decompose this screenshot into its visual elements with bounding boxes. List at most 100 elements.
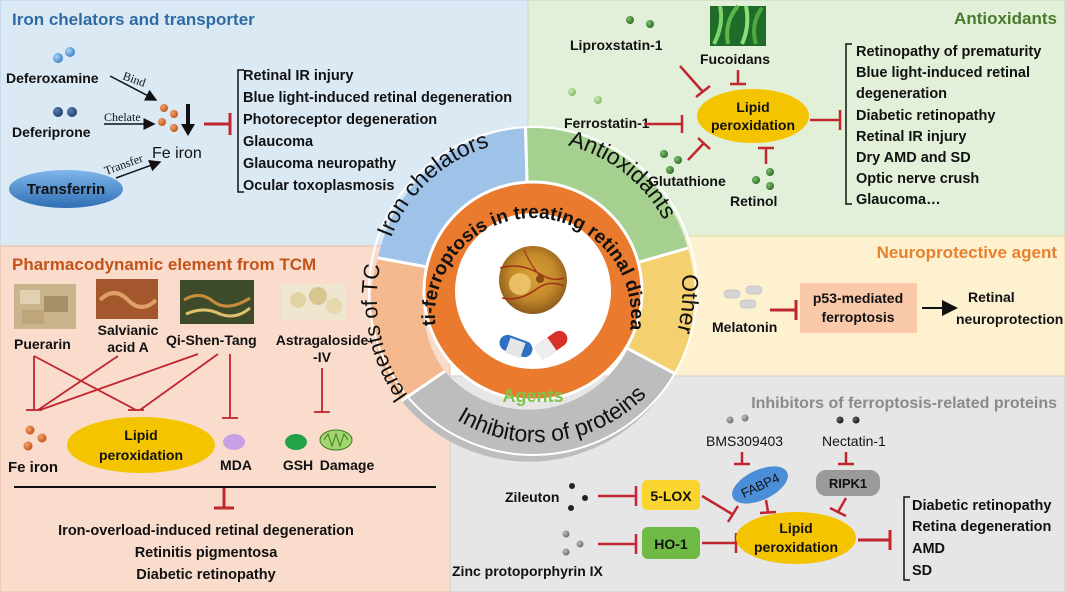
liproxstatin-label: Liproxstatin-1 [570,37,663,53]
antiox-disease-list: Retinopathy of prematurity Blue light-in… [856,44,1041,208]
znpp-molecule-icon [562,530,584,556]
iron-disease-bracket [237,69,244,193]
tcm-disease-item: Diabetic retinopathy [136,567,275,583]
iron-disease-item: Ocular toxoplasmosis [243,178,395,194]
tcm-panel-title: Pharmacodynamic element from TCM [12,255,316,274]
iron-panel-title: Iron chelators and transporter [12,10,255,29]
iron-disease-item: Blue light-induced retinal degeneration [243,90,512,106]
tcm-disease-list: Iron-overload-induced retinal degenerati… [58,523,354,583]
ferrostatin-molecule-icon [568,88,576,96]
tcm-lipid-line2: peroxidation [99,447,183,463]
deferiprone-label: Deferiprone [12,124,91,140]
iron-disease-item: Glaucoma [243,134,314,150]
astragaloside-line2: -IV [313,349,332,365]
proteins-disease-item: AMD [912,541,945,557]
antiox-lipid-line1: Lipid [736,99,769,115]
iron-disease-list: Retinal IR injury Blue light-induced ret… [243,68,512,194]
astragaloside-image [282,284,346,320]
salvianic-acid-image [96,279,158,319]
melatonin-label: Melatonin [712,319,777,335]
tcm-lipid-line1: Lipid [124,427,157,443]
eye-icon [499,246,567,314]
ho1-box [642,527,700,559]
iron-disease-item: Retinal IR injury [243,68,353,84]
proteins-panel-title: Inhibitors of ferroptosis-related protei… [751,395,1057,412]
proteins-disease-item: Diabetic retinopathy [912,498,1051,514]
gsh-label: GSH [283,457,313,473]
antiox-disease-item: degeneration [856,86,947,102]
qishentang-label: Qi-Shen-Tang [166,332,257,348]
astragaloside-line1: Astragaloside [276,332,369,348]
ring-other [627,248,695,374]
ring-segments [368,126,698,462]
salvianic-line2: acid A [107,339,149,355]
retinol-label: Retinol [730,193,777,209]
mitochondria-damage-icon [319,429,353,451]
tcm-disease-item: Retinitis pigmentosa [135,545,279,561]
antiox-disease-item: Dry AMD and SD [856,150,971,166]
retinol-molecule-icon [766,168,774,176]
transferrin-label: Transferrin [27,181,105,198]
lox-label: 5-LOX [650,488,692,504]
antiox-disease-item: Diabetic retinopathy [856,108,995,124]
ferrostatin-label: Ferrostatin-1 [564,115,650,131]
ring-antioxidants [525,127,688,263]
antiox-inhibit-lines [644,65,842,164]
fucoidans-seaweed-icon [710,4,766,46]
antiox-disease-item: Optic nerve crush [856,171,979,187]
proteins-disease-list: Diabetic retinopathy Retina degeneration… [912,498,1051,579]
p53-box [800,283,917,333]
proteins-lipid-line1: Lipid [779,520,812,536]
tcm-inhibit-lines [26,353,330,419]
antiox-disease-bracket [845,43,852,205]
proteins-lipid-line2: peroxidation [754,539,838,555]
deferiprone-molecule-icon [53,107,63,117]
bms-molecule-icon [726,416,734,424]
ring-iron-chelators [377,127,527,268]
fabp4-oval [732,466,788,504]
znpp-label: Zinc protoporphyrin IX [452,563,604,579]
deferoxamine-molecule-icon [53,53,63,63]
nectatin-molecule-icon [836,416,844,424]
liproxstatin-molecule-icon [626,16,634,24]
ring-inhibitors [401,348,675,462]
bms-label: BMS309403 [706,433,783,449]
glutathione-label: Glutathione [648,173,726,189]
proteins-lipid-peroxidation [736,512,856,564]
transferrin-oval [9,170,123,208]
salvianic-line1: Salvianic [98,322,159,338]
puerarin-label: Puerarin [14,336,71,352]
antiox-disease-item: Blue light-induced retinal [856,65,1030,81]
deferoxamine-label: Deferoxamine [6,70,99,86]
iron-disease-item: Photoreceptor degeneration [243,112,437,128]
mda-icon [223,434,245,450]
ring-tcm [370,257,445,401]
proteins-disease-item: SD [912,563,932,579]
glutathione-molecule-icon [660,150,668,158]
lox-box [642,480,700,510]
neuroprotection-line1: Retinal [968,289,1015,305]
p53-line2: ferroptosis [821,309,894,325]
nectatin-label: Nectatin-1 [822,433,886,449]
zileuton-label: Zileuton [505,489,559,505]
neuro-panel-title: Neuroprotective agent [877,243,1058,262]
antiox-disease-item: Retinopathy of prematurity [856,44,1041,60]
antiox-disease-item: Glaucoma… [856,192,941,208]
puerarin-image [14,284,76,329]
tcm-fe-iron-label: Fe iron [8,459,58,476]
antioxidants-panel-title: Antioxidants [954,9,1057,28]
neuroprotection-line2: neuroprotection [956,311,1063,327]
ripk1-box [816,470,880,496]
fucoidans-label: Fucoidans [700,51,770,67]
melatonin-pill-icon [723,285,763,309]
tcm-fe-iron-icon [23,425,47,451]
proteins-disease-bracket [903,496,910,581]
antiox-lipid-line2: peroxidation [711,117,795,133]
qishentang-image [180,280,254,324]
p53-line1: p53-mediated [813,290,903,306]
capsule-icon [499,330,568,361]
agents-label: Agents [502,386,563,406]
antiox-disease-item: Retinal IR injury [856,129,966,145]
